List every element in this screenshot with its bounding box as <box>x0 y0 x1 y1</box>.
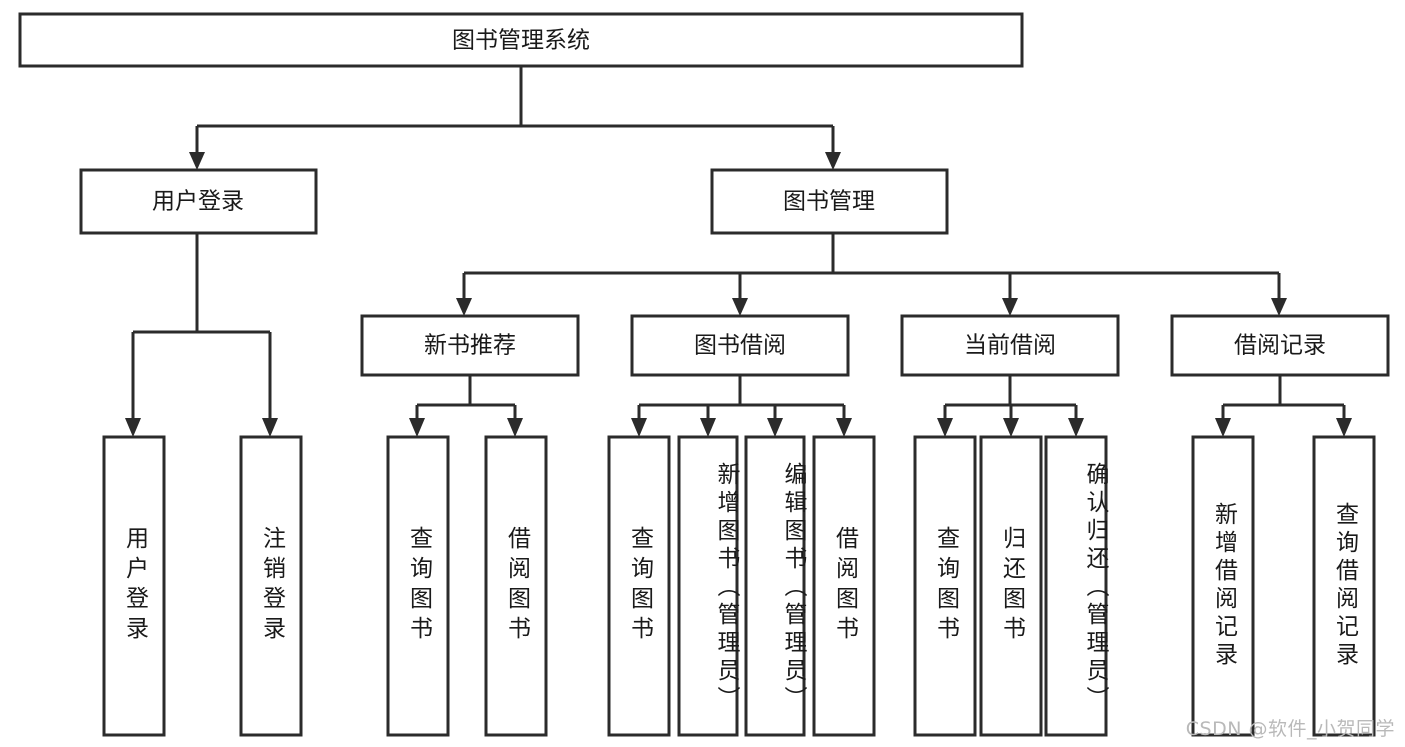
node-leaf-user-logout-box[interactable] <box>239 435 303 737</box>
node-book-manage[interactable]: 图书管理 <box>710 168 949 235</box>
node-leaf-edit-book-label: 编辑图书（管理员） <box>780 462 806 714</box>
leaf-box-group <box>102 435 1376 737</box>
arrowhead-leaf-add-book <box>700 418 716 437</box>
arrowhead-leaf-edit-book <box>767 418 783 437</box>
node-leaf-query-book-3-label: 查询图书 <box>932 526 959 646</box>
arrowhead-leaf-query-book-2 <box>631 418 647 437</box>
node-user-login[interactable]: 用户登录 <box>79 168 318 235</box>
node-leaf-query-record-box[interactable] <box>1312 435 1376 737</box>
node-leaf-edit-book-box[interactable] <box>744 435 806 737</box>
arrowhead-leaf-return-book <box>1003 418 1019 437</box>
node-root[interactable]: 图书管理系统 <box>18 12 1024 68</box>
arrowhead-leaf-user-logout <box>262 418 278 437</box>
arrowhead-borrow-record <box>1271 298 1287 316</box>
node-root-box[interactable] <box>18 12 1024 68</box>
connector-group <box>125 66 1352 437</box>
node-borrow-record-box[interactable] <box>1170 314 1390 377</box>
node-borrow-record-label: 借阅记录 <box>1234 333 1326 359</box>
node-leaf-return-book-box[interactable] <box>979 435 1043 737</box>
node-leaf-borrow-book-1-box[interactable] <box>484 435 548 737</box>
node-current-borrow-box[interactable] <box>900 314 1120 377</box>
arrowhead-leaf-query-book-3 <box>937 418 953 437</box>
node-leaf-confirm-return-box[interactable] <box>1044 435 1108 737</box>
node-leaf-borrow-book-2-box[interactable] <box>812 435 876 737</box>
node-leaf-query-book-2-box[interactable] <box>607 435 671 737</box>
node-borrow-record[interactable]: 借阅记录 <box>1170 314 1390 377</box>
node-leaf-user-login-box[interactable] <box>102 435 166 737</box>
node-book-borrow-label: 图书借阅 <box>694 333 786 359</box>
arrowhead-user-login <box>189 152 205 170</box>
node-current-borrow[interactable]: 当前借阅 <box>900 314 1120 377</box>
node-leaf-borrow-book-1-label: 借阅图书 <box>503 526 530 646</box>
node-new-book-recommend[interactable]: 新书推荐 <box>360 314 580 377</box>
node-leaf-add-record-label: 新增借阅记录 <box>1210 502 1237 670</box>
csdn-watermark: CSDN @软件_小贺同学 <box>1185 718 1395 740</box>
node-new-book-recommend-label: 新书推荐 <box>424 333 516 359</box>
arrowhead-leaf-borrow-book-2 <box>836 418 852 437</box>
node-root-label: 图书管理系统 <box>452 28 590 54</box>
arrowhead-leaf-query-record <box>1336 418 1352 437</box>
arrowhead-book-borrow <box>732 298 748 316</box>
node-leaf-query-book-1-box[interactable] <box>386 435 450 737</box>
node-new-book-recommend-box[interactable] <box>360 314 580 377</box>
node-leaf-add-book-label: 新增图书（管理员） <box>713 462 739 714</box>
node-user-login-label: 用户登录 <box>152 189 244 215</box>
arrowhead-leaf-confirm-return <box>1068 418 1084 437</box>
node-leaf-add-book-box[interactable] <box>677 435 739 737</box>
arrowhead-leaf-borrow-book-1 <box>507 418 523 437</box>
node-leaf-add-record-box[interactable] <box>1191 435 1255 737</box>
node-book-borrow[interactable]: 图书借阅 <box>630 314 850 377</box>
node-book-borrow-box[interactable] <box>630 314 850 377</box>
arrowhead-leaf-query-book-1 <box>409 418 425 437</box>
arrowhead-new-book-recommend <box>456 298 472 316</box>
node-leaf-return-book-label: 归还图书 <box>998 526 1025 646</box>
node-leaf-confirm-return-label: 确认归还（管理员） <box>1082 462 1108 714</box>
node-book-manage-box[interactable] <box>710 168 949 235</box>
node-current-borrow-label: 当前借阅 <box>964 333 1056 359</box>
node-leaf-query-book-1-label: 查询图书 <box>405 526 432 646</box>
node-leaf-query-book-3-box[interactable] <box>913 435 977 737</box>
node-user-login-box[interactable] <box>79 168 318 235</box>
arrowhead-book-manage <box>825 152 841 170</box>
arrowhead-leaf-add-record <box>1215 418 1231 437</box>
node-book-manage-label: 图书管理 <box>783 189 875 215</box>
node-leaf-user-logout-label: 注销登录 <box>258 526 285 646</box>
node-leaf-user-login-label: 用户登录 <box>121 526 148 646</box>
node-leaf-query-book-2-label: 查询图书 <box>626 526 653 646</box>
node-leaf-borrow-book-2-label: 借阅图书 <box>831 526 858 646</box>
arrowhead-leaf-user-login <box>125 418 141 437</box>
node-leaf-query-record-label: 查询借阅记录 <box>1331 502 1358 670</box>
arrowhead-current-borrow <box>1002 298 1018 316</box>
